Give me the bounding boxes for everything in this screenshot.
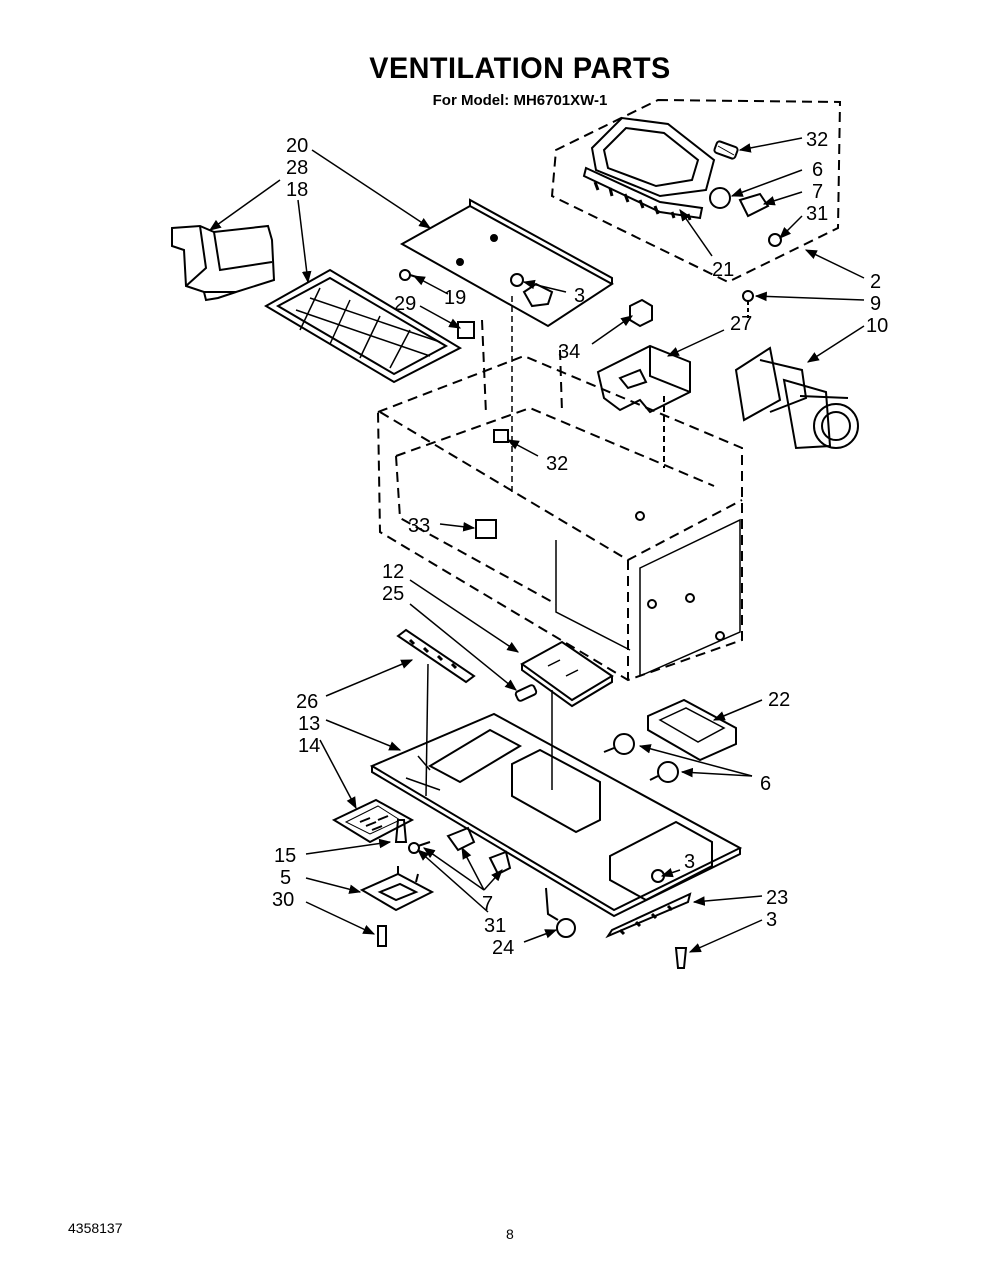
part-28-air-duct bbox=[171, 224, 276, 302]
callout-34: 34 bbox=[558, 341, 580, 363]
part-22-bracket bbox=[647, 698, 737, 762]
callout-21: 21 bbox=[712, 259, 734, 281]
callout-24: 24 bbox=[492, 937, 514, 959]
oven-cabinet-outline bbox=[376, 319, 743, 682]
callout-33: 33 bbox=[408, 515, 430, 537]
part-24-thermostat bbox=[545, 887, 576, 938]
callout-30: 30 bbox=[272, 889, 294, 911]
part-21-vent-grille bbox=[582, 116, 716, 221]
leader-lines bbox=[209, 137, 865, 953]
callout-19: 19 bbox=[444, 287, 466, 309]
part-25-spring bbox=[514, 684, 538, 702]
part-30-screw bbox=[377, 925, 387, 947]
callout-labels: 20 28 18 19 3 29 32 6 7 31 21 2 9 10 34 … bbox=[272, 129, 888, 959]
callout-3-top: 3 bbox=[574, 285, 585, 307]
part-18-grease-filter bbox=[264, 268, 463, 384]
part-9-screw bbox=[742, 290, 754, 318]
part-20-top-plate bbox=[399, 198, 614, 328]
part-7-lamp-socket bbox=[738, 192, 770, 218]
callout-7-lower: 7 bbox=[482, 893, 493, 915]
part-6-lamp-bulbs-lower bbox=[603, 733, 679, 783]
callout-10: 10 bbox=[866, 315, 888, 337]
part-5-light-housing bbox=[359, 866, 435, 912]
part-26-screw-strip bbox=[396, 628, 476, 684]
part-13-bottom-plate bbox=[369, 712, 743, 918]
callout-26: 26 bbox=[296, 691, 318, 713]
part-23-screw-strip bbox=[605, 892, 692, 939]
callout-27: 27 bbox=[730, 313, 752, 335]
callout-5: 5 bbox=[280, 867, 291, 889]
callout-9: 9 bbox=[870, 293, 881, 315]
part-6-lamp-bulb bbox=[709, 187, 731, 209]
callout-29: 29 bbox=[394, 293, 416, 315]
part-27-fan-bracket bbox=[596, 344, 691, 468]
callout-18: 18 bbox=[286, 179, 308, 201]
part-15-screw bbox=[394, 819, 408, 843]
callout-25: 25 bbox=[382, 583, 404, 605]
callout-12: 12 bbox=[382, 561, 404, 583]
part-34-switch bbox=[629, 298, 653, 328]
part-19-screw bbox=[399, 269, 421, 281]
part-32-screw bbox=[713, 140, 739, 160]
callout-31-lower: 31 bbox=[484, 915, 506, 937]
callout-14: 14 bbox=[298, 735, 320, 757]
part-3-screw-bottom bbox=[674, 947, 688, 969]
callout-28: 28 bbox=[286, 157, 308, 179]
part-31-screw-lower bbox=[408, 841, 431, 854]
part-3-screw-top bbox=[510, 273, 524, 287]
callout-31-top: 31 bbox=[806, 203, 828, 225]
part-2-dashed-assembly-outline bbox=[550, 98, 842, 284]
part-32-nut-cabinet bbox=[493, 429, 509, 443]
callout-32-cabinet: 32 bbox=[546, 453, 568, 475]
part-7-lamp-socket-lower bbox=[446, 826, 512, 876]
part-31-screw bbox=[768, 233, 782, 247]
callout-32-top: 32 bbox=[806, 129, 828, 151]
part-12-cover-plate bbox=[520, 640, 614, 708]
oven-cabinet-inner bbox=[555, 511, 741, 678]
callout-20: 20 bbox=[286, 135, 308, 157]
part-10-blower-motor bbox=[734, 346, 859, 450]
callout-2: 2 bbox=[870, 271, 881, 293]
callout-15: 15 bbox=[274, 845, 296, 867]
document-number: 4358137 bbox=[68, 1220, 123, 1236]
callout-23: 23 bbox=[766, 887, 788, 909]
part-29-clip bbox=[457, 321, 475, 339]
callout-6-top: 6 bbox=[812, 159, 823, 181]
callout-13: 13 bbox=[298, 713, 320, 735]
callout-3-mid: 3 bbox=[684, 851, 695, 873]
callout-22: 22 bbox=[768, 689, 790, 711]
callout-7-top: 7 bbox=[812, 181, 823, 203]
page-title: VENTILATION PARTS bbox=[369, 52, 671, 85]
callout-6-lower: 6 bbox=[760, 773, 771, 795]
callout-3-bottom: 3 bbox=[766, 909, 777, 931]
page-number: 8 bbox=[506, 1226, 514, 1242]
part-33-clip bbox=[475, 519, 497, 539]
model-subtitle: For Model: MH6701XW-1 bbox=[432, 92, 608, 109]
